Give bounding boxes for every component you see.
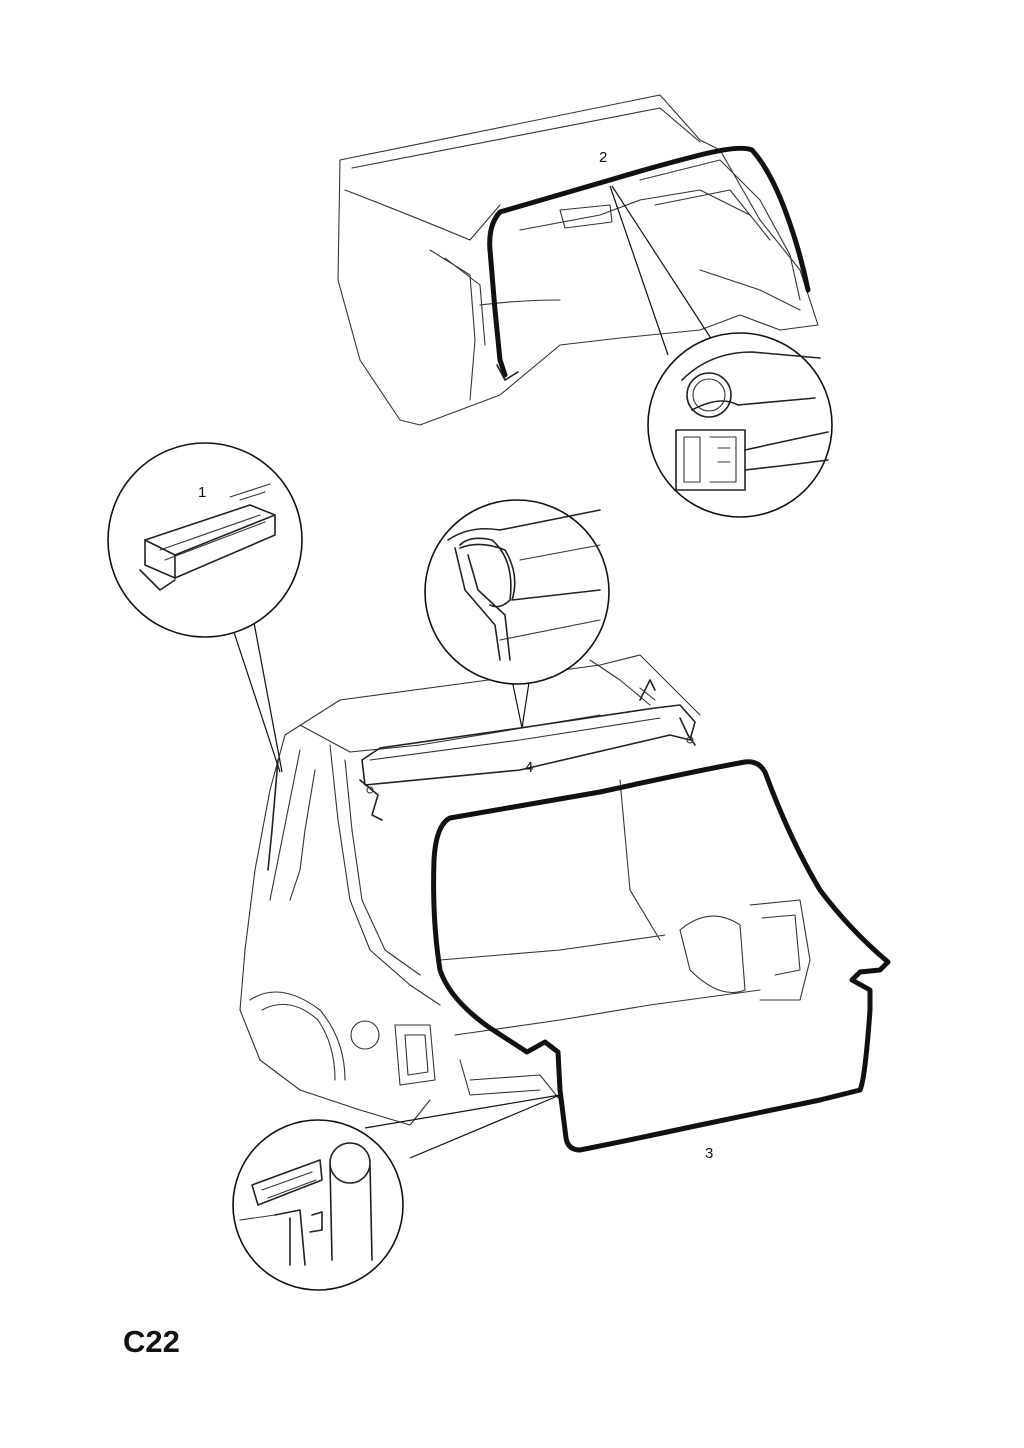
leader-3a (364, 1094, 561, 1129)
seal-2-detail (647, 332, 833, 518)
upper-seal (359, 679, 696, 821)
car-body-drawing (239, 654, 891, 1153)
page-code: C22 (123, 1324, 180, 1359)
tailgate-seal (487, 145, 811, 378)
leader-2b (611, 185, 713, 341)
opening-seal (431, 759, 891, 1153)
leader-4 (511, 679, 523, 729)
seal-1-detail (107, 442, 303, 638)
callout-4: 4 (525, 759, 533, 776)
callout-2: 2 (599, 149, 607, 166)
tailgate-drawing (337, 94, 819, 426)
seal-4-detail (424, 499, 610, 685)
leader-3b (409, 1094, 561, 1159)
callout-1: 1 (198, 484, 206, 501)
seal-3-detail (232, 1119, 404, 1291)
pillar-seal (267, 759, 279, 871)
leader-2a (609, 185, 669, 356)
callout-3: 3 (705, 1145, 713, 1162)
leader-4b (521, 675, 531, 729)
leader-1b (251, 611, 283, 773)
